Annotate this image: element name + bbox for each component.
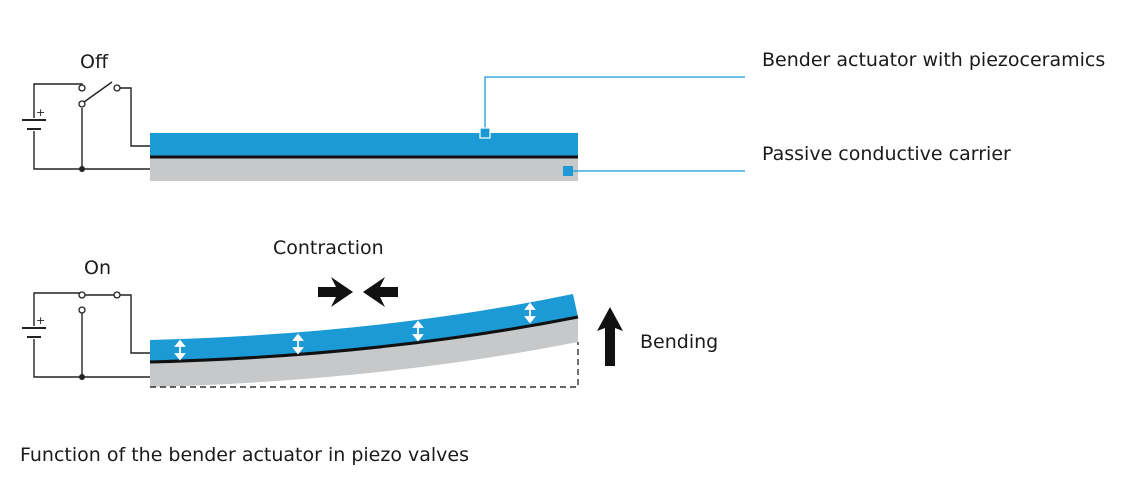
- actuator-callout-line: [484, 76, 745, 133]
- on-battery-icon: +: [22, 314, 46, 338]
- on-state-group: On +: [22, 237, 718, 388]
- off-bender: [150, 133, 578, 181]
- off-label: Off: [80, 51, 109, 73]
- bending-label: Bending: [640, 331, 718, 353]
- on-switch-icon: [78, 291, 121, 314]
- svg-text:+: +: [36, 314, 45, 327]
- off-wire-bottom-left: [33, 131, 82, 170]
- arrow-right-inward: [318, 277, 353, 307]
- off-carrier-layer: [150, 157, 578, 181]
- up-arrow-icon: [597, 307, 623, 366]
- off-circuit: +: [22, 81, 150, 172]
- on-label: On: [84, 257, 111, 279]
- contraction-label: Contraction: [273, 237, 384, 259]
- off-switch-icon: [78, 81, 121, 108]
- double-headed-arrow-icon: [292, 333, 304, 355]
- figure-caption: Function of the bender actuator in piezo…: [20, 444, 469, 466]
- svg-text:+: +: [36, 106, 45, 119]
- actuator-callout-label: Bender actuator with piezoceramics: [762, 49, 1105, 71]
- on-carrier-layer: [150, 317, 578, 387]
- rest-position-outline: [150, 342, 579, 388]
- off-piezo-layer: [150, 133, 578, 157]
- expansion-markers: [174, 302, 536, 361]
- on-wire-to-piezo: [120, 294, 150, 354]
- double-headed-arrow-icon: [174, 339, 186, 361]
- off-state-group: Off +: [22, 49, 1105, 181]
- carrier-callout-marker: [563, 166, 573, 176]
- inward-arrows-icon: [318, 277, 398, 307]
- on-circuit: +: [22, 291, 150, 380]
- off-wire-to-piezo: [120, 87, 150, 147]
- carrier-callout-label: Passive conductive carrier: [762, 143, 1011, 165]
- actuator-callout-marker: [479, 127, 491, 139]
- double-headed-arrow-icon: [524, 302, 536, 324]
- callout-lines: [479, 76, 745, 176]
- bending-arrow: [597, 307, 623, 366]
- on-bond-line: [149, 315, 579, 364]
- on-piezo-layer: [150, 294, 578, 362]
- on-wire-bottom-left: [33, 339, 82, 378]
- off-battery-icon: +: [22, 106, 46, 130]
- double-headed-arrow-icon: [412, 320, 424, 342]
- on-bender: [149, 294, 579, 388]
- arrow-left-inward: [363, 277, 398, 307]
